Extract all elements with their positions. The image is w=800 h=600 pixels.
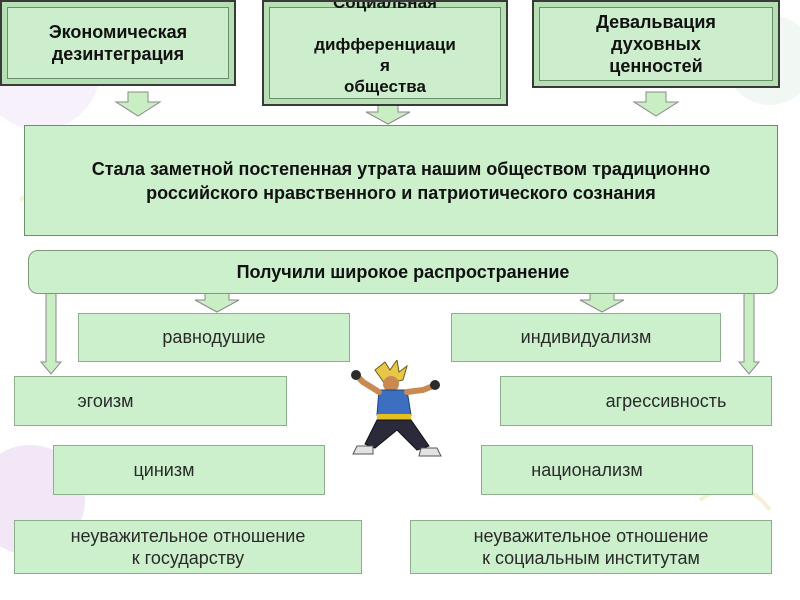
- item-tsinizm: цинизм: [53, 445, 325, 495]
- arrow-left-long: [39, 286, 63, 375]
- item-agressivnost: агрессивность: [500, 376, 772, 426]
- item-agressivnost-text: агрессивность: [605, 390, 727, 411]
- fighter-figure: [351, 360, 442, 457]
- arrow-down-3: [632, 91, 680, 117]
- box-economic-disintegration: Экономическая дезинтеграция: [0, 0, 236, 86]
- arrow-right-long: [737, 286, 761, 375]
- item-tsinizm-text: цинизм: [133, 459, 195, 480]
- item-ravnodushie-text: равнодушие: [162, 327, 266, 347]
- item-egoizm-text: эгоизм: [77, 390, 134, 411]
- item-disrespect-institutions-text: неуважительное отношение к социальным ин…: [473, 526, 709, 568]
- arrow-down-5: [579, 292, 625, 313]
- item-disrespect-state: неуважительное отношение к государству: [14, 520, 362, 574]
- box-spiritual-devaluation: Девальвация духовных ценностей: [532, 0, 780, 88]
- box-economic-label: Экономическая дезинтеграция: [48, 22, 188, 64]
- spread-label-box: Получили широкое распространение: [28, 250, 778, 294]
- arrow-down-2: [365, 103, 411, 125]
- item-natsionalizm: национализм: [481, 445, 753, 495]
- main-statement-text: Стала заметной постепенная утрата нашим …: [91, 158, 711, 203]
- box-social-differentiation: Социальная дифференциаци я общества: [262, 0, 508, 106]
- item-disrespect-state-text: неуважительное отношение к государству: [70, 526, 306, 568]
- item-individualizm-text: индивидуализм: [520, 327, 652, 347]
- item-ravnodushie: равнодушие: [78, 313, 350, 362]
- box-spiritual-label: Девальвация духовных ценностей: [596, 12, 716, 76]
- item-natsionalizm-text: национализм: [531, 459, 643, 480]
- item-individualizm: индивидуализм: [451, 313, 721, 362]
- main-statement-box: Стала заметной постепенная утрата нашим …: [24, 125, 778, 236]
- spread-label-text: Получили широкое распространение: [236, 261, 570, 282]
- item-egoizm: эгоизм: [14, 376, 287, 426]
- item-disrespect-institutions: неуважительное отношение к социальным ин…: [410, 520, 772, 574]
- arrow-down-4: [194, 292, 240, 313]
- box-social-label: Социальная дифференциаци я общества: [314, 0, 456, 96]
- arrow-down-1: [114, 91, 162, 117]
